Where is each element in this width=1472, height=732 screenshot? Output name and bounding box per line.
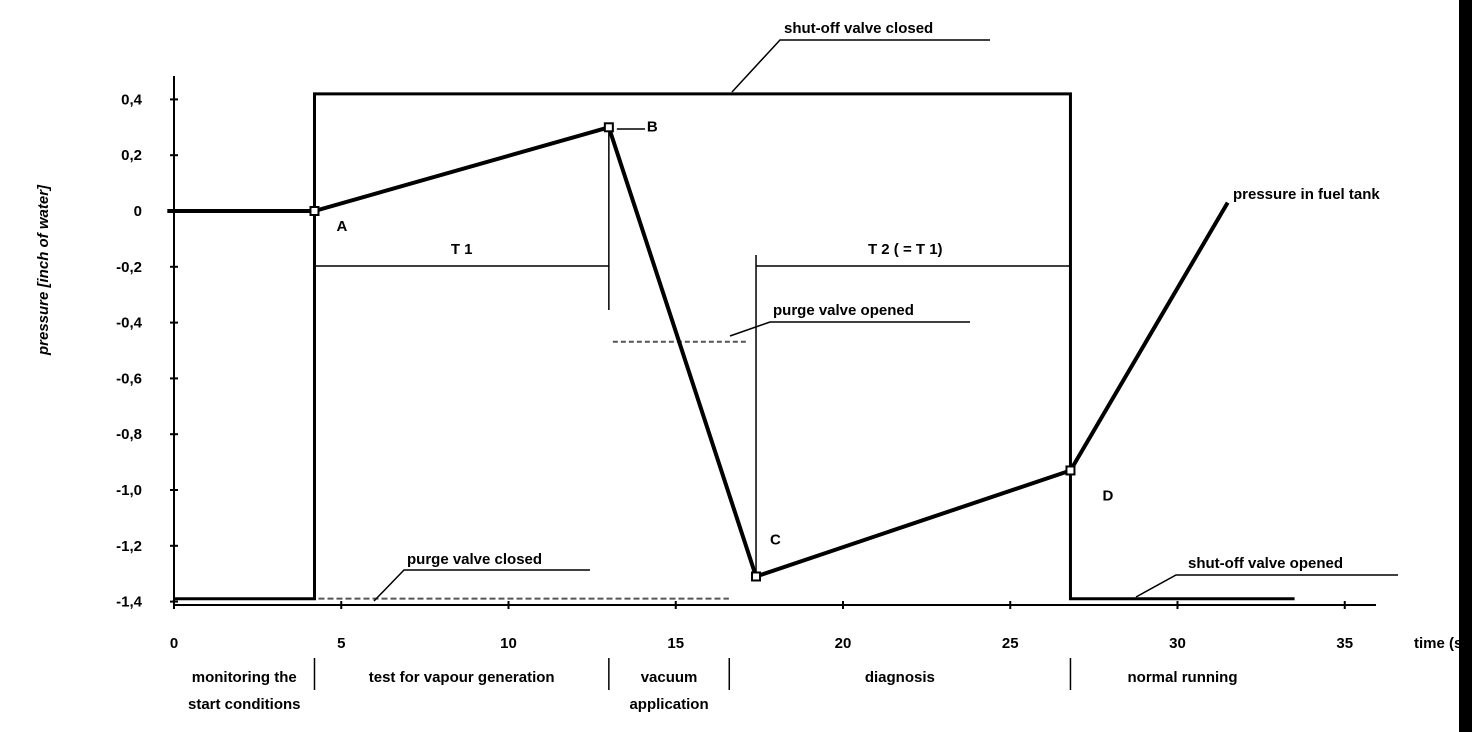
y-axis-label: pressure [inch of water] — [35, 184, 52, 356]
phase-label-1: monitoring the — [192, 669, 297, 686]
shutoff-valve-trace — [174, 92, 1295, 601]
x-tick-label: 15 — [667, 635, 684, 652]
y-tick-label: -1,2 — [116, 538, 142, 555]
y-tick-label: 0 — [134, 203, 142, 220]
y-tick-label: -0,6 — [116, 370, 142, 387]
legend-series-name: pressure in fuel tank — [1233, 186, 1380, 203]
x-tick-label: 35 — [1336, 635, 1353, 652]
y-tick-label: -1,4 — [116, 594, 143, 611]
series-pressure-line — [167, 124, 1230, 580]
x-tick-label: 10 — [500, 635, 517, 652]
phase-label-2: test for vapour generation — [369, 669, 555, 686]
point-label-b: B — [647, 118, 658, 135]
y-tick-label: 0,4 — [121, 91, 143, 108]
data-point-b — [603, 122, 614, 133]
interval-label-1: T 1 — [451, 241, 473, 258]
point-label-d: D — [1102, 487, 1113, 504]
x-tick-label: 5 — [337, 635, 345, 652]
annotation-shutoff-opened: shut-off valve opened — [1188, 555, 1343, 572]
x-tick-label: 25 — [1002, 635, 1019, 652]
annotation-leader-line — [1135, 574, 1398, 598]
phase-label-3: application — [629, 696, 708, 713]
annotation-purge-opened: purge valve opened — [773, 302, 914, 319]
point-label-a: A — [336, 218, 347, 235]
x-tick-label: 30 — [1169, 635, 1186, 652]
x-axis-label: time (s — [1414, 635, 1462, 652]
series-layer — [167, 122, 1230, 582]
point-label-c: C — [770, 531, 781, 548]
edge-border — [1459, 0, 1472, 732]
phase-label-4: diagnosis — [865, 669, 935, 686]
data-point-a — [309, 206, 320, 216]
valve-layer — [174, 39, 1398, 690]
x-tick-label: 20 — [835, 635, 852, 652]
phase-label-5: normal running — [1128, 669, 1238, 686]
annotation-shutoff-closed: shut-off valve closed — [784, 20, 933, 37]
x-tick-label: 0 — [170, 635, 178, 652]
y-tick-label: 0,2 — [121, 147, 142, 164]
data-point-d — [1065, 465, 1076, 476]
y-tick-label: -0,4 — [116, 315, 143, 332]
annotation-leader-line — [373, 569, 590, 602]
y-tick-label: -0,8 — [116, 426, 142, 443]
phase-label-3: vacuum — [641, 669, 698, 686]
static-layer: 0,4 0,2 0 -0,2 -0,4 -0,6 -0,8 -1,0 -1,2 -1,4 0 5 10 1… — [116, 0, 1472, 732]
phase-label-1: start conditions — [188, 696, 301, 713]
annotation-leader-line — [731, 39, 990, 93]
data-point-c — [751, 571, 762, 582]
annotation-leader-line — [729, 321, 970, 337]
y-tick-label: -0,2 — [116, 259, 142, 276]
y-tick-label: -1,0 — [116, 482, 142, 499]
annotation-purge-closed: purge valve closed — [407, 551, 542, 568]
interval-label-2: T 2 ( = T 1) — [868, 241, 943, 258]
